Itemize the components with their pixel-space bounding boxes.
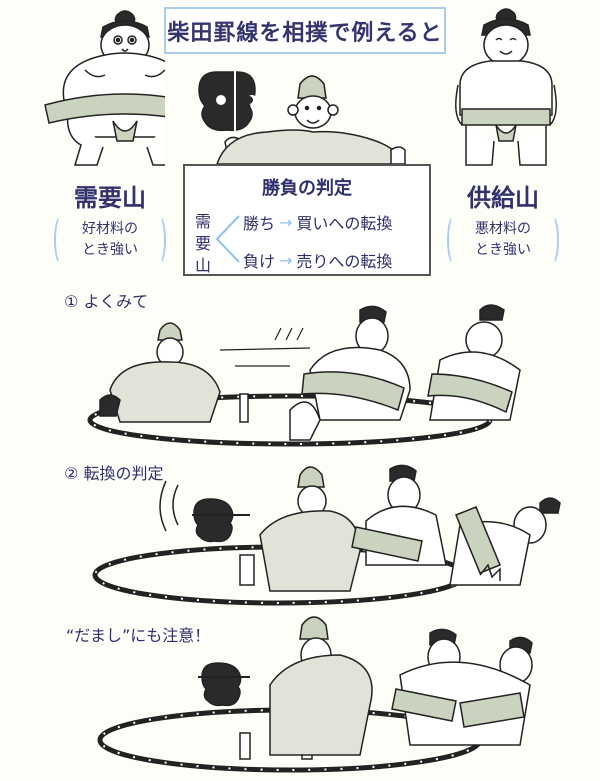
supply-mountain-note: 悪材料の とき強い	[447, 215, 559, 265]
referee-pointing-icon	[239, 466, 361, 592]
gunbai-fan-icon	[198, 71, 256, 132]
confused-referee-icon	[269, 616, 373, 756]
judgment-subject: 需 要 山	[195, 211, 213, 277]
page-title: 柴田罫線を相撲で例えると	[167, 20, 443, 46]
step-text: “だまし”にも注意！	[66, 626, 211, 645]
step-number: ①	[64, 292, 79, 311]
step-1-scene-illustration	[87, 304, 521, 447]
step-2-scene-illustration	[92, 464, 561, 606]
step-3-scene-illustration	[97, 616, 533, 773]
branch-result: 売りへの転換	[296, 252, 393, 271]
subject-char: 需	[195, 212, 212, 231]
branch-result: 買いへの転換	[296, 214, 393, 233]
falling-wrestler-icon	[449, 497, 561, 586]
supply-note-line2: とき強い	[475, 242, 531, 258]
demand-mountain-name: 需要山	[74, 184, 146, 212]
step-text: 転換の判定	[83, 464, 164, 483]
supply-mountain-label: 供給山 悪材料の とき強い	[447, 178, 559, 265]
step-text: よくみて	[83, 292, 149, 311]
demand-note-line1: 好材料の	[82, 221, 138, 237]
branch-lose: 負け → 売りへの転換	[243, 248, 392, 272]
title-box: 柴田罫線を相撲で例えると	[164, 7, 446, 54]
subject-char: 要	[195, 234, 212, 253]
fat-sumo-wrestler-icon	[44, 10, 165, 166]
step-1-label: ① よくみて	[64, 288, 148, 312]
demand-mountain-label: 需要山 好材料の とき強い	[54, 178, 166, 265]
arrow-right-icon: →	[279, 212, 293, 232]
gunbai-fan-icon	[192, 498, 250, 543]
motion-lines-icon	[219, 327, 311, 367]
judgment-box: 勝負の判定 需 要 山 勝ち → 買いへの転換 負け → 売りへの転換	[183, 164, 431, 276]
grappling-wrestlers-icon	[391, 628, 533, 746]
thin-sumo-wrestler-icon	[455, 8, 557, 166]
branch-condition: 勝ち	[243, 214, 276, 233]
pushed-wrestler-icon	[427, 304, 521, 421]
demand-mountain-note: 好材料の とき強い	[54, 215, 166, 265]
demand-note-line2: とき強い	[82, 242, 138, 258]
supply-note-line1: 悪材料の	[475, 221, 531, 237]
supply-mountain-name: 供給山	[467, 184, 539, 212]
step-number: ②	[64, 464, 79, 483]
gunbai-fan-icon	[198, 662, 250, 707]
supply-mountain-wrestler-illustration	[455, 8, 557, 166]
referee-holding-fan-illustration	[198, 70, 407, 165]
referee-crouching-icon	[99, 322, 221, 423]
winning-wrestler-icon	[351, 464, 447, 566]
arrow-right-icon: →	[279, 250, 293, 270]
step-3-label: “だまし”にも注意！	[66, 622, 210, 646]
demand-mountain-wrestler-illustration	[44, 10, 165, 166]
subject-char: 山	[195, 256, 212, 275]
branch-win: 勝ち → 買いへの転換	[243, 210, 392, 234]
branch-condition: 負け	[243, 252, 276, 271]
judgment-title: 勝負の判定	[262, 178, 352, 199]
branch-bracket-icon	[215, 215, 240, 263]
step-2-label: ② 転換の判定	[64, 460, 163, 484]
pushing-wrestler-icon	[289, 305, 411, 441]
